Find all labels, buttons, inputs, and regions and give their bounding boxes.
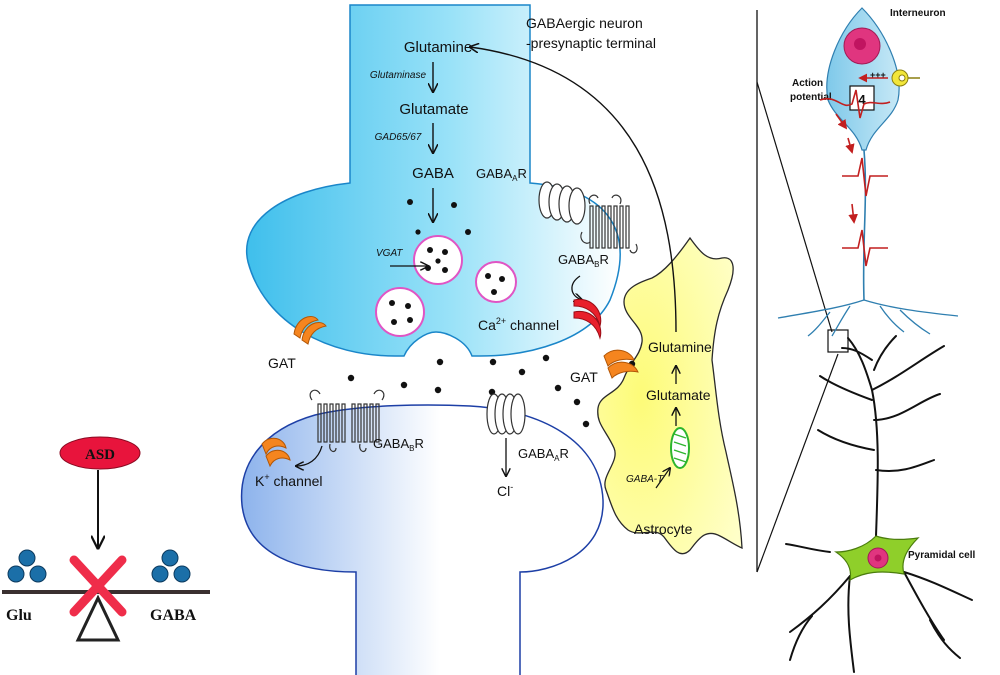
gaba-balls xyxy=(151,549,191,583)
mitochondrion xyxy=(670,427,690,469)
presynaptic-gat-label: GAT xyxy=(268,355,296,371)
presynaptic-gabab-receptor xyxy=(580,194,638,254)
neuron-title-line2: -presynaptic terminal xyxy=(526,35,656,51)
pre-gaba-label: GABA xyxy=(412,165,454,182)
postsynaptic-terminal xyxy=(240,404,604,675)
cleft-gaba-molecules xyxy=(347,354,636,428)
post-gabab-label: GABABR xyxy=(373,436,424,453)
gabab-to-ca-arrow xyxy=(571,275,582,300)
postsynaptic-gabab-receptor xyxy=(309,389,385,453)
synapse-knob xyxy=(891,69,920,87)
interneuron-label: Interneuron xyxy=(890,8,946,19)
interneuron-nucleolus xyxy=(854,38,866,50)
astro-glutamate-label: Glutamate xyxy=(646,387,711,403)
glu-balls xyxy=(7,549,47,583)
k-channel xyxy=(261,437,291,468)
zoom-line-bottom xyxy=(756,353,839,573)
pre-gabab-label: GABABR xyxy=(558,252,609,269)
astrocyte-name-label: Astrocyte xyxy=(634,521,693,537)
zoom-box xyxy=(827,329,849,353)
glu-label: Glu xyxy=(6,607,32,624)
interneuron-axon xyxy=(862,149,867,301)
pyramidal-label: Pyramidal cell xyxy=(908,550,975,561)
potential-label: potential xyxy=(790,92,832,103)
pyramidal-nucleolus xyxy=(874,554,882,562)
gad-label: GAD65/67 xyxy=(375,132,422,143)
vesicle-3 xyxy=(475,261,517,303)
axon-terminal-branches xyxy=(777,299,959,337)
balance-fulcrum xyxy=(75,594,121,642)
asd-badge xyxy=(59,436,141,470)
presynaptic-gat xyxy=(293,316,327,345)
astrocyte-gat xyxy=(603,349,639,379)
k-channel-label: K+ channel xyxy=(255,472,323,489)
astro-glutamine-label: Glutamine xyxy=(648,339,712,355)
ca-channel xyxy=(573,298,602,340)
presynaptic-terminal xyxy=(245,4,621,357)
receptor-number: 4 xyxy=(858,92,866,107)
balance-gaba-label: GABA xyxy=(150,607,197,624)
astrocyte-cell xyxy=(597,236,743,555)
vesicle-2 xyxy=(375,287,425,337)
gaba-t-arrow xyxy=(655,468,670,489)
post-gabaa-label: GABAAR xyxy=(518,446,569,463)
pre-glutamate-label: Glutamate xyxy=(399,101,468,118)
glutamine-shuttle-arrow xyxy=(470,47,677,333)
presynaptic-gabaa-receptor xyxy=(538,181,586,225)
plus-charges: +++ xyxy=(870,70,886,80)
postsynaptic-gabaa-receptor xyxy=(486,393,526,435)
gabab-to-k-arrow xyxy=(296,445,323,466)
cl-label: Cl- xyxy=(497,482,513,499)
imbalance-x-mark xyxy=(69,555,127,617)
gaba-t-label: GABA-T xyxy=(626,474,664,485)
vgat-label: VGAT xyxy=(376,248,403,259)
action-potential-trace xyxy=(819,89,891,267)
neuron-title-line1: GABAergic neuron xyxy=(526,15,643,31)
glutaminase-label: Glutaminase xyxy=(370,70,427,81)
pre-glutamine-label: Glutamine xyxy=(404,39,472,56)
pre-gabaa-label: GABAAR xyxy=(476,166,527,183)
pyramidal-dendrites xyxy=(785,335,973,673)
vesicle-1 xyxy=(413,235,463,285)
presynaptic-gaba-molecules xyxy=(407,199,471,235)
zoom-line-top xyxy=(756,81,833,333)
asd-label: ASD xyxy=(85,447,115,463)
action-label: Action xyxy=(792,78,823,89)
astrocyte-gat-label: GAT xyxy=(570,369,598,385)
ca-channel-label: Ca2+ channel xyxy=(478,316,559,333)
